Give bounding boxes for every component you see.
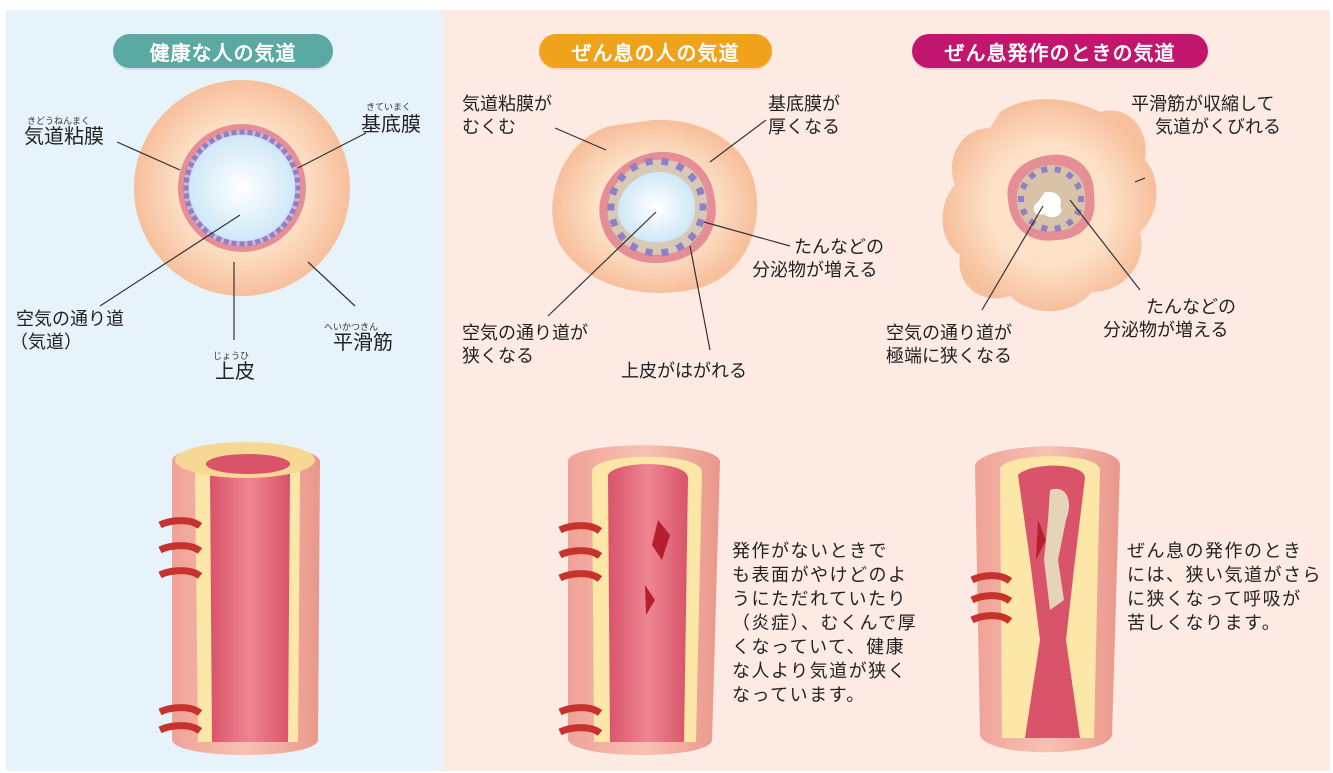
epithelial-cell xyxy=(645,248,653,256)
epithelial-cell xyxy=(295,177,301,183)
attack-description-line: 苦しくなります。 xyxy=(1127,612,1332,636)
asthma-sputum-label-2: 分泌物が増える xyxy=(752,259,877,282)
attack-sputum-label-2: 分泌物が増える xyxy=(1103,319,1228,342)
attack-airway-label-1: 空気の通り道が xyxy=(886,322,1012,345)
epithelial-cell xyxy=(661,248,669,256)
epithelial-cell xyxy=(700,204,707,211)
asthma-description-line: うにただれていたり xyxy=(732,588,932,612)
asthma-basement-label-2: 厚くなる xyxy=(768,116,840,139)
mucosa-label: 気道粘膜 xyxy=(24,125,104,148)
epithelial-cell xyxy=(240,130,245,135)
asthma-description-line: くなっていて、健康 xyxy=(732,636,932,660)
attack-description-line: ぜん息の発作のとき xyxy=(1127,540,1332,564)
epithelial-cell xyxy=(608,204,615,211)
epithelial-cell xyxy=(295,193,301,199)
healthy-tube xyxy=(160,442,320,755)
asthma-tube xyxy=(560,445,720,755)
basement-label: 基底膜 xyxy=(361,113,421,136)
airway-label-1: 空気の通り道 xyxy=(16,308,124,331)
epithelial-cell xyxy=(184,177,190,183)
asthma-description-line: （炎症）、むくんで厚 xyxy=(732,612,932,636)
epithelial-cell xyxy=(231,241,237,247)
attack-sputum-label-1: たんなどの xyxy=(1146,296,1236,319)
asthma-description-line: なっています。 xyxy=(732,684,932,708)
attack-tube xyxy=(972,446,1120,752)
epithelial-cell xyxy=(296,186,301,191)
attack-description: ぜん息の発作のとき には、狭い気道がさら に狭くなって呼吸が 苦しくなります。 xyxy=(1127,540,1332,636)
asthma-airway-label-1: 空気の通り道が xyxy=(462,322,588,345)
epithelial-cell xyxy=(645,158,653,166)
asthma-basement-label-1: 基底膜が xyxy=(768,93,840,116)
airway-label-2: （気道） xyxy=(10,331,82,354)
asthma-description-line: な人より気道が狭く xyxy=(732,660,932,684)
epithelial-cell xyxy=(661,158,669,166)
attack-cross-section xyxy=(943,99,1157,311)
attack-description-line: に狭くなって呼吸が xyxy=(1127,588,1332,612)
epithelial-cell xyxy=(1078,196,1084,202)
epithelial-cell xyxy=(231,130,237,136)
epithelial-cell xyxy=(184,193,190,199)
attack-muscle-label-1: 平滑筋が収縮して xyxy=(1131,93,1274,116)
attack-airway-label-2: 極端に狭くなる xyxy=(886,345,1012,368)
epithelial-cell xyxy=(247,130,253,136)
asthma-description-line: 発作がないときで xyxy=(732,540,932,564)
attack-muscle-label-2: 気道がくびれる xyxy=(1155,116,1281,139)
asthma-cross-section xyxy=(552,120,757,293)
epithelial-cell xyxy=(1018,196,1024,202)
asthma-description-line: も表面がやけどのよ xyxy=(732,564,932,588)
asthma-sputum-label-1: たんなどの xyxy=(794,236,884,259)
epithelial-cell xyxy=(240,242,245,247)
epithelial-cell xyxy=(184,186,189,191)
asthma-mucosa-label-2: むくむ xyxy=(462,116,516,139)
asthma-description: 発作がないときで も表面がやけどのよ うにただれていたり （炎症）、むくんで厚 … xyxy=(732,540,932,708)
muscle-label: 平滑筋 xyxy=(333,331,393,354)
epithelium-label: 上皮 xyxy=(215,360,255,383)
epithelial-cell xyxy=(247,241,253,247)
asthma-mucosa-label-1: 気道粘膜が xyxy=(462,93,552,116)
asthma-epithelium-label: 上皮がはがれる xyxy=(621,360,747,383)
asthma-airway-label-2: 狭くなる xyxy=(462,345,534,368)
healthy-cross-section xyxy=(134,80,350,296)
attack-description-line: には、狭い気道がさら xyxy=(1127,564,1332,588)
